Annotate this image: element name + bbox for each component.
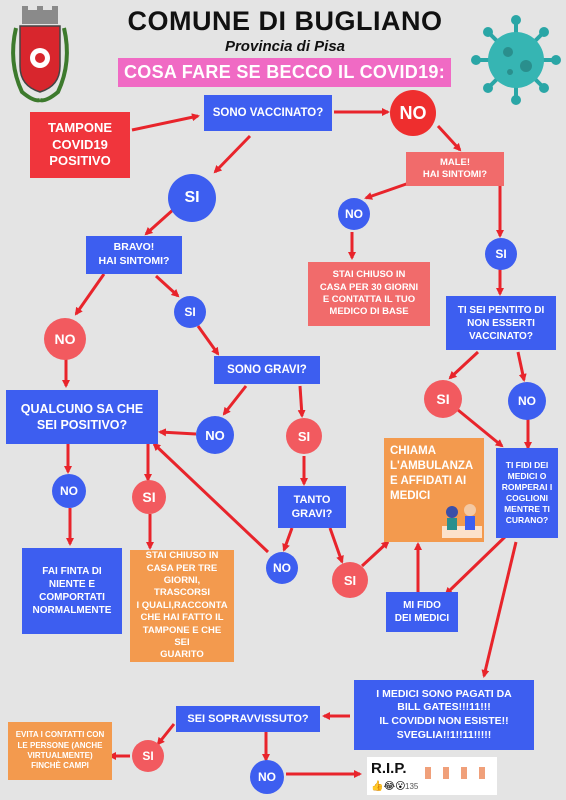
no-circle: NO xyxy=(52,474,86,508)
no-circle: NO xyxy=(508,382,546,420)
si-circle: SI xyxy=(485,238,517,270)
no-circle: NO xyxy=(390,90,436,136)
si-circle: SI xyxy=(332,562,368,598)
sono-vaccinato-box: SONO VACCINATO? xyxy=(204,95,332,131)
bravo-hai-sintomi-box: BRAVO! HAI SINTOMI? xyxy=(86,236,182,274)
sono-gravi-box: SONO GRAVI? xyxy=(214,356,320,384)
evita-contatti-box: EVITA I CONTATTI CON LE PERSONE (ANCHE V… xyxy=(8,722,112,780)
no-circle: NO xyxy=(44,318,86,360)
reaction-emoji-icon: 👍😂😮 xyxy=(371,781,406,792)
coat-of-arms-icon xyxy=(11,6,69,103)
si-circle: SI xyxy=(424,380,462,418)
no-circle: NO xyxy=(250,760,284,794)
bill-gates-box: I MEDICI SONO PAGATI DA BILL GATES!!!11!… xyxy=(354,680,534,750)
doctor-illustration-icon xyxy=(442,504,482,538)
ti-fidi-dei-medici-box: TI FIDI DEI MEDICI O ROMPERAI I COGLIONI… xyxy=(496,448,558,538)
mi-fido-box: MI FIDO DEI MEDICI xyxy=(386,592,458,632)
tanto-gravi-box: TANTO GRAVI? xyxy=(278,486,346,528)
banner: COSA FARE SE BECCO IL COVID19: xyxy=(118,58,451,87)
reaction-count: 135 xyxy=(405,782,419,791)
fai-finta-box: FAI FINTA DI NIENTE E COMPORTATI NORMALM… xyxy=(22,548,122,634)
qualcuno-sa-box: QUALCUNO SA CHE SEI POSITIVO? xyxy=(6,390,158,444)
chiama-ambulanza-text: CHIAMA L'AMBULANZA E AFFIDATI AI MEDICI xyxy=(390,445,474,502)
no-circle: NO xyxy=(338,198,370,230)
si-circle: SI xyxy=(286,418,322,454)
no-circle: NO xyxy=(266,552,298,584)
virus-icon xyxy=(471,15,561,105)
si-circle: SI xyxy=(132,740,164,772)
page-title: COMUNE DI BUGLIANO xyxy=(127,6,443,36)
ti-sei-pentito-box: TI SEI PENTITO DI NON ESSERTI VACCINATO? xyxy=(446,296,556,350)
tampone-positivo-box: TAMPONE COVID19 POSITIVO xyxy=(30,112,130,178)
sei-sopravvissuto-box: SEI SOPRAVVISSUTO? xyxy=(176,706,320,732)
page-subtitle: Provincia di Pisa xyxy=(224,38,346,55)
candles-icon xyxy=(425,767,485,779)
no-circle: NO xyxy=(196,416,234,454)
male-hai-sintomi-box: MALE! HAI SINTOMI? xyxy=(406,152,504,186)
si-circle: SI xyxy=(132,480,166,514)
si-circle: SI xyxy=(168,174,216,222)
si-circle: SI xyxy=(174,296,206,328)
rip-card: R.I.P. 👍😂😮 135 xyxy=(367,757,497,795)
stai-chiuso-tre-giorni-box: STAI CHIUSO IN CASA PER TRE GIORNI, TRAS… xyxy=(130,550,234,662)
rip-text: R.I.P. xyxy=(371,760,407,777)
stai-chiuso-30-giorni-box: STAI CHIUSO IN CASA PER 30 GIORNI E CONT… xyxy=(308,262,430,326)
